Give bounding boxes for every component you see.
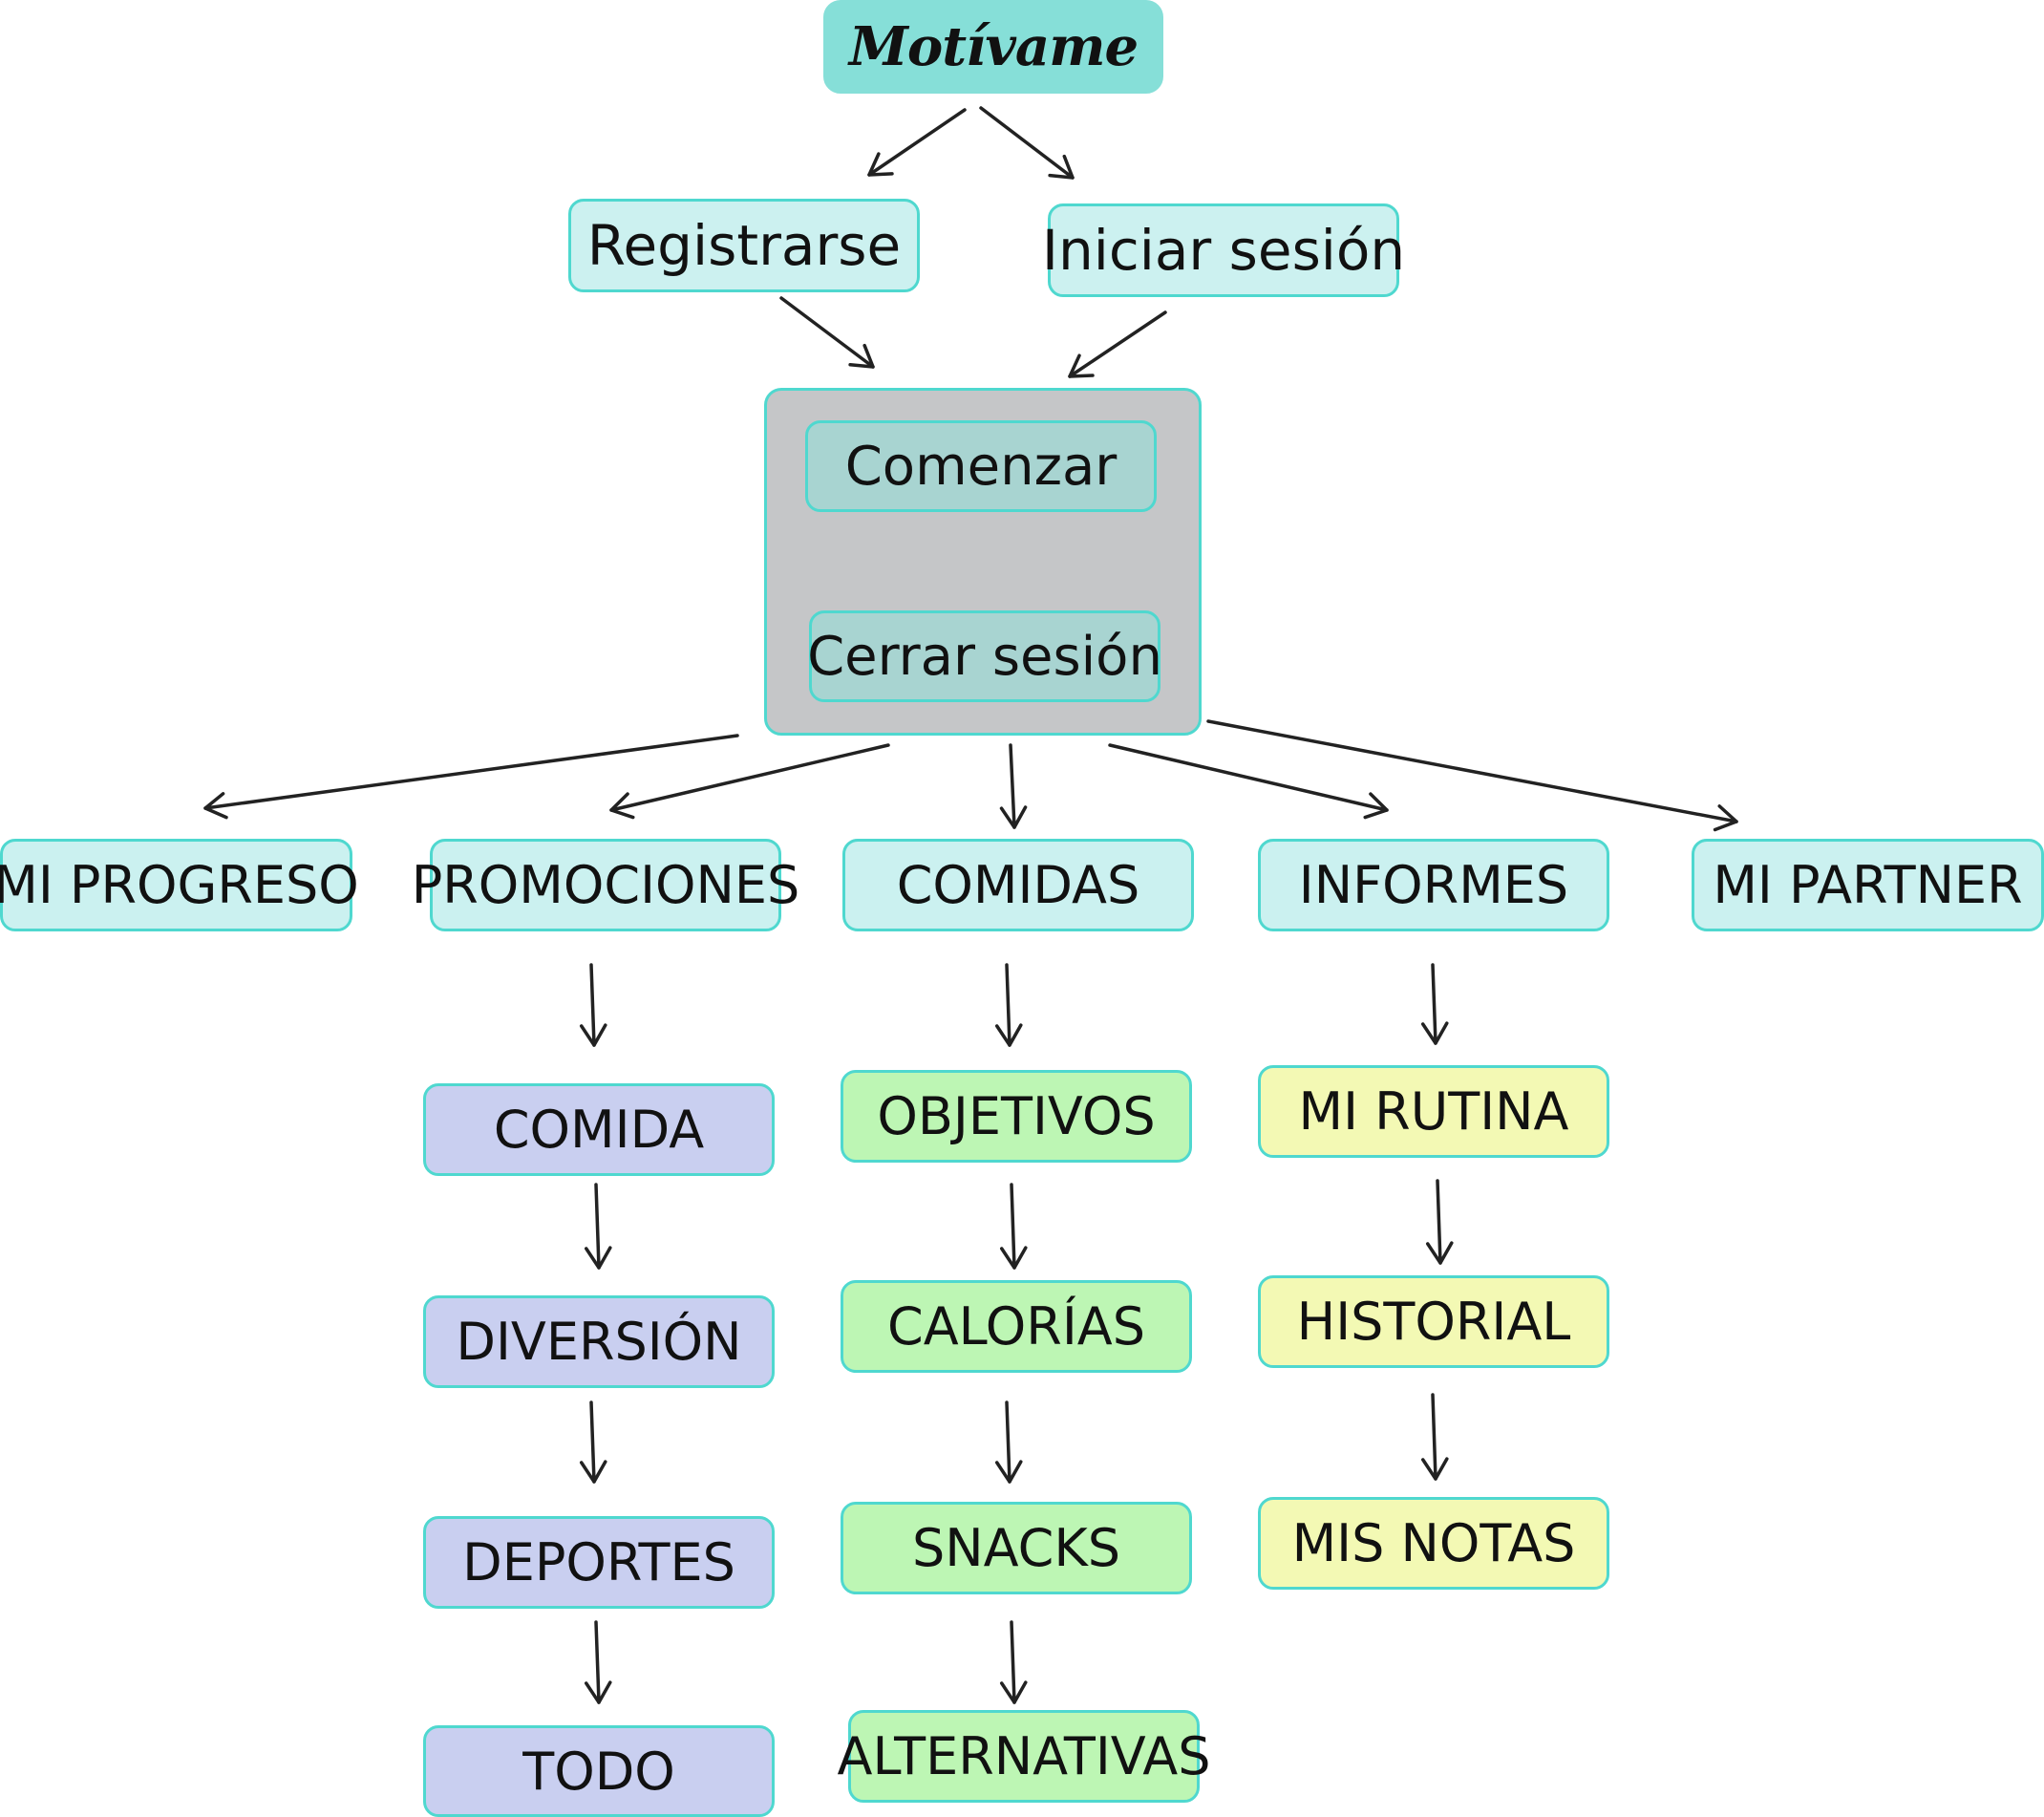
- arrow-historial-to-mis-notas: [1421, 1393, 1449, 1481]
- logout-button[interactable]: Cerrar sesión: [807, 610, 1162, 702]
- promo-todo[interactable]: TODO: [423, 1725, 775, 1817]
- comidas-alternativas[interactable]: ALTERNATIVAS: [838, 1710, 1211, 1803]
- arrow-menu-to-promociones: [609, 743, 890, 820]
- informes-mis-notas[interactable]: MIS NOTAS: [1258, 1497, 1609, 1590]
- arrow-menu-to-informes: [1108, 743, 1389, 820]
- promo-diversion[interactable]: DIVERSIÓN: [423, 1295, 775, 1388]
- arrow-menu-to-mi-progreso: [203, 734, 739, 820]
- category-mi-partner[interactable]: MI PARTNER: [1692, 839, 2044, 931]
- arrow-menu-to-comidas: [999, 743, 1028, 829]
- app-title[interactable]: Motívame: [823, 0, 1163, 94]
- arrow-objetivos-to-calorias: [1000, 1183, 1028, 1270]
- informes-mi-rutina[interactable]: MI RUTINA: [1258, 1065, 1609, 1158]
- login-button[interactable]: Iniciar sesión: [1042, 203, 1405, 297]
- promo-deportes[interactable]: DEPORTES: [423, 1516, 775, 1609]
- arrow-promociones-to-comida: [579, 963, 607, 1047]
- arrow-title-to-register: [867, 108, 967, 177]
- category-promociones[interactable]: PROMOCIONES: [412, 839, 799, 931]
- arrow-login-to-menu: [1068, 310, 1167, 378]
- arrow-menu-to-mi-partner: [1206, 719, 1738, 832]
- arrow-diversion-to-deportes: [579, 1400, 607, 1484]
- arrow-mi-rutina-to-historial: [1425, 1179, 1454, 1265]
- arrow-comidas-to-objetivos: [994, 963, 1023, 1047]
- arrow-informes-to-mi-rutina: [1420, 963, 1449, 1045]
- comidas-calorias[interactable]: CALORÍAS: [841, 1280, 1192, 1373]
- arrow-comida-to-diversion: [585, 1183, 612, 1270]
- informes-historial[interactable]: HISTORIAL: [1258, 1275, 1609, 1368]
- arrow-snacks-to-alternativas: [999, 1620, 1028, 1704]
- promo-comida[interactable]: COMIDA: [423, 1083, 775, 1176]
- start-button[interactable]: Comenzar: [805, 420, 1157, 512]
- comidas-objetivos[interactable]: OBJETIVOS: [841, 1070, 1192, 1163]
- arrow-register-to-menu: [779, 296, 875, 369]
- arrow-title-to-login: [979, 106, 1075, 180]
- register-button[interactable]: Registrarse: [568, 199, 920, 292]
- arrow-calorias-to-snacks: [994, 1400, 1023, 1484]
- comidas-snacks[interactable]: SNACKS: [841, 1502, 1192, 1594]
- category-informes[interactable]: INFORMES: [1258, 839, 1609, 931]
- category-mi-progreso[interactable]: MI PROGRESO: [0, 839, 359, 931]
- arrow-deportes-to-todo: [584, 1620, 612, 1704]
- category-comidas[interactable]: COMIDAS: [842, 839, 1194, 931]
